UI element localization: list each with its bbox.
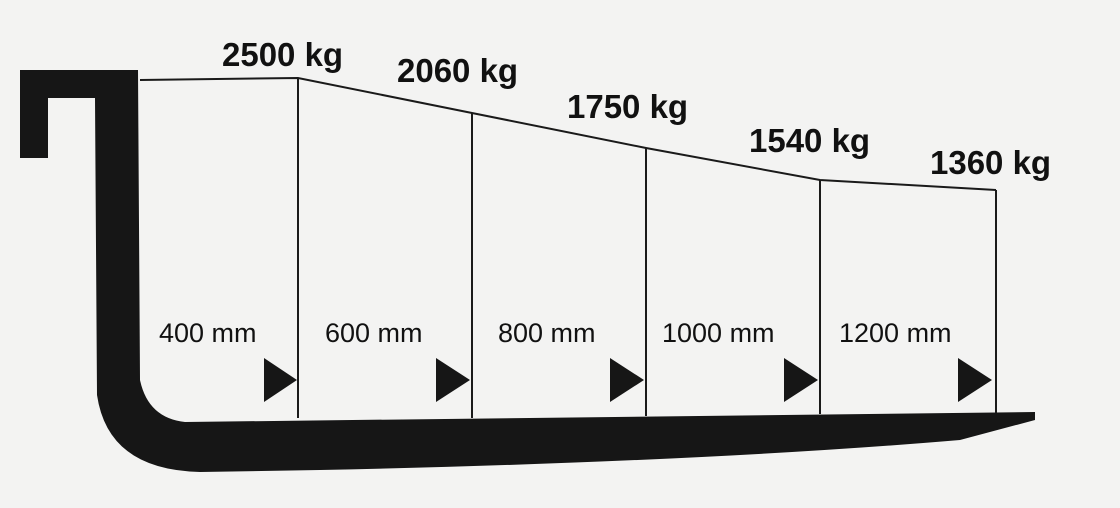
load-label-4: 1540 kg <box>749 122 870 159</box>
distance-label-2: 600 mm <box>325 318 423 348</box>
distance-label-5: 1200 mm <box>839 318 952 348</box>
load-label-1: 2500 kg <box>222 36 343 73</box>
load-center-markers <box>264 358 992 402</box>
load-label-2: 2060 kg <box>397 52 518 89</box>
load-label-3: 1750 kg <box>567 88 688 125</box>
distance-label-3: 800 mm <box>498 318 596 348</box>
load-center-marker-1 <box>264 358 297 402</box>
distance-label-1: 400 mm <box>159 318 257 348</box>
load-center-marker-5 <box>958 358 992 402</box>
capacity-curve <box>139 76 997 191</box>
load-center-marker-3 <box>610 358 644 402</box>
distance-label-4: 1000 mm <box>662 318 775 348</box>
load-label-5: 1360 kg <box>930 144 1051 181</box>
fork-shape <box>20 70 1035 472</box>
distance-labels: 400 mm 600 mm 800 mm 1000 mm 1200 mm <box>159 318 952 348</box>
station-lines <box>297 78 997 418</box>
load-center-marker-4 <box>784 358 818 402</box>
load-center-marker-2 <box>436 358 470 402</box>
load-labels: 2500 kg 2060 kg 1750 kg 1540 kg 1360 kg <box>222 36 1051 181</box>
